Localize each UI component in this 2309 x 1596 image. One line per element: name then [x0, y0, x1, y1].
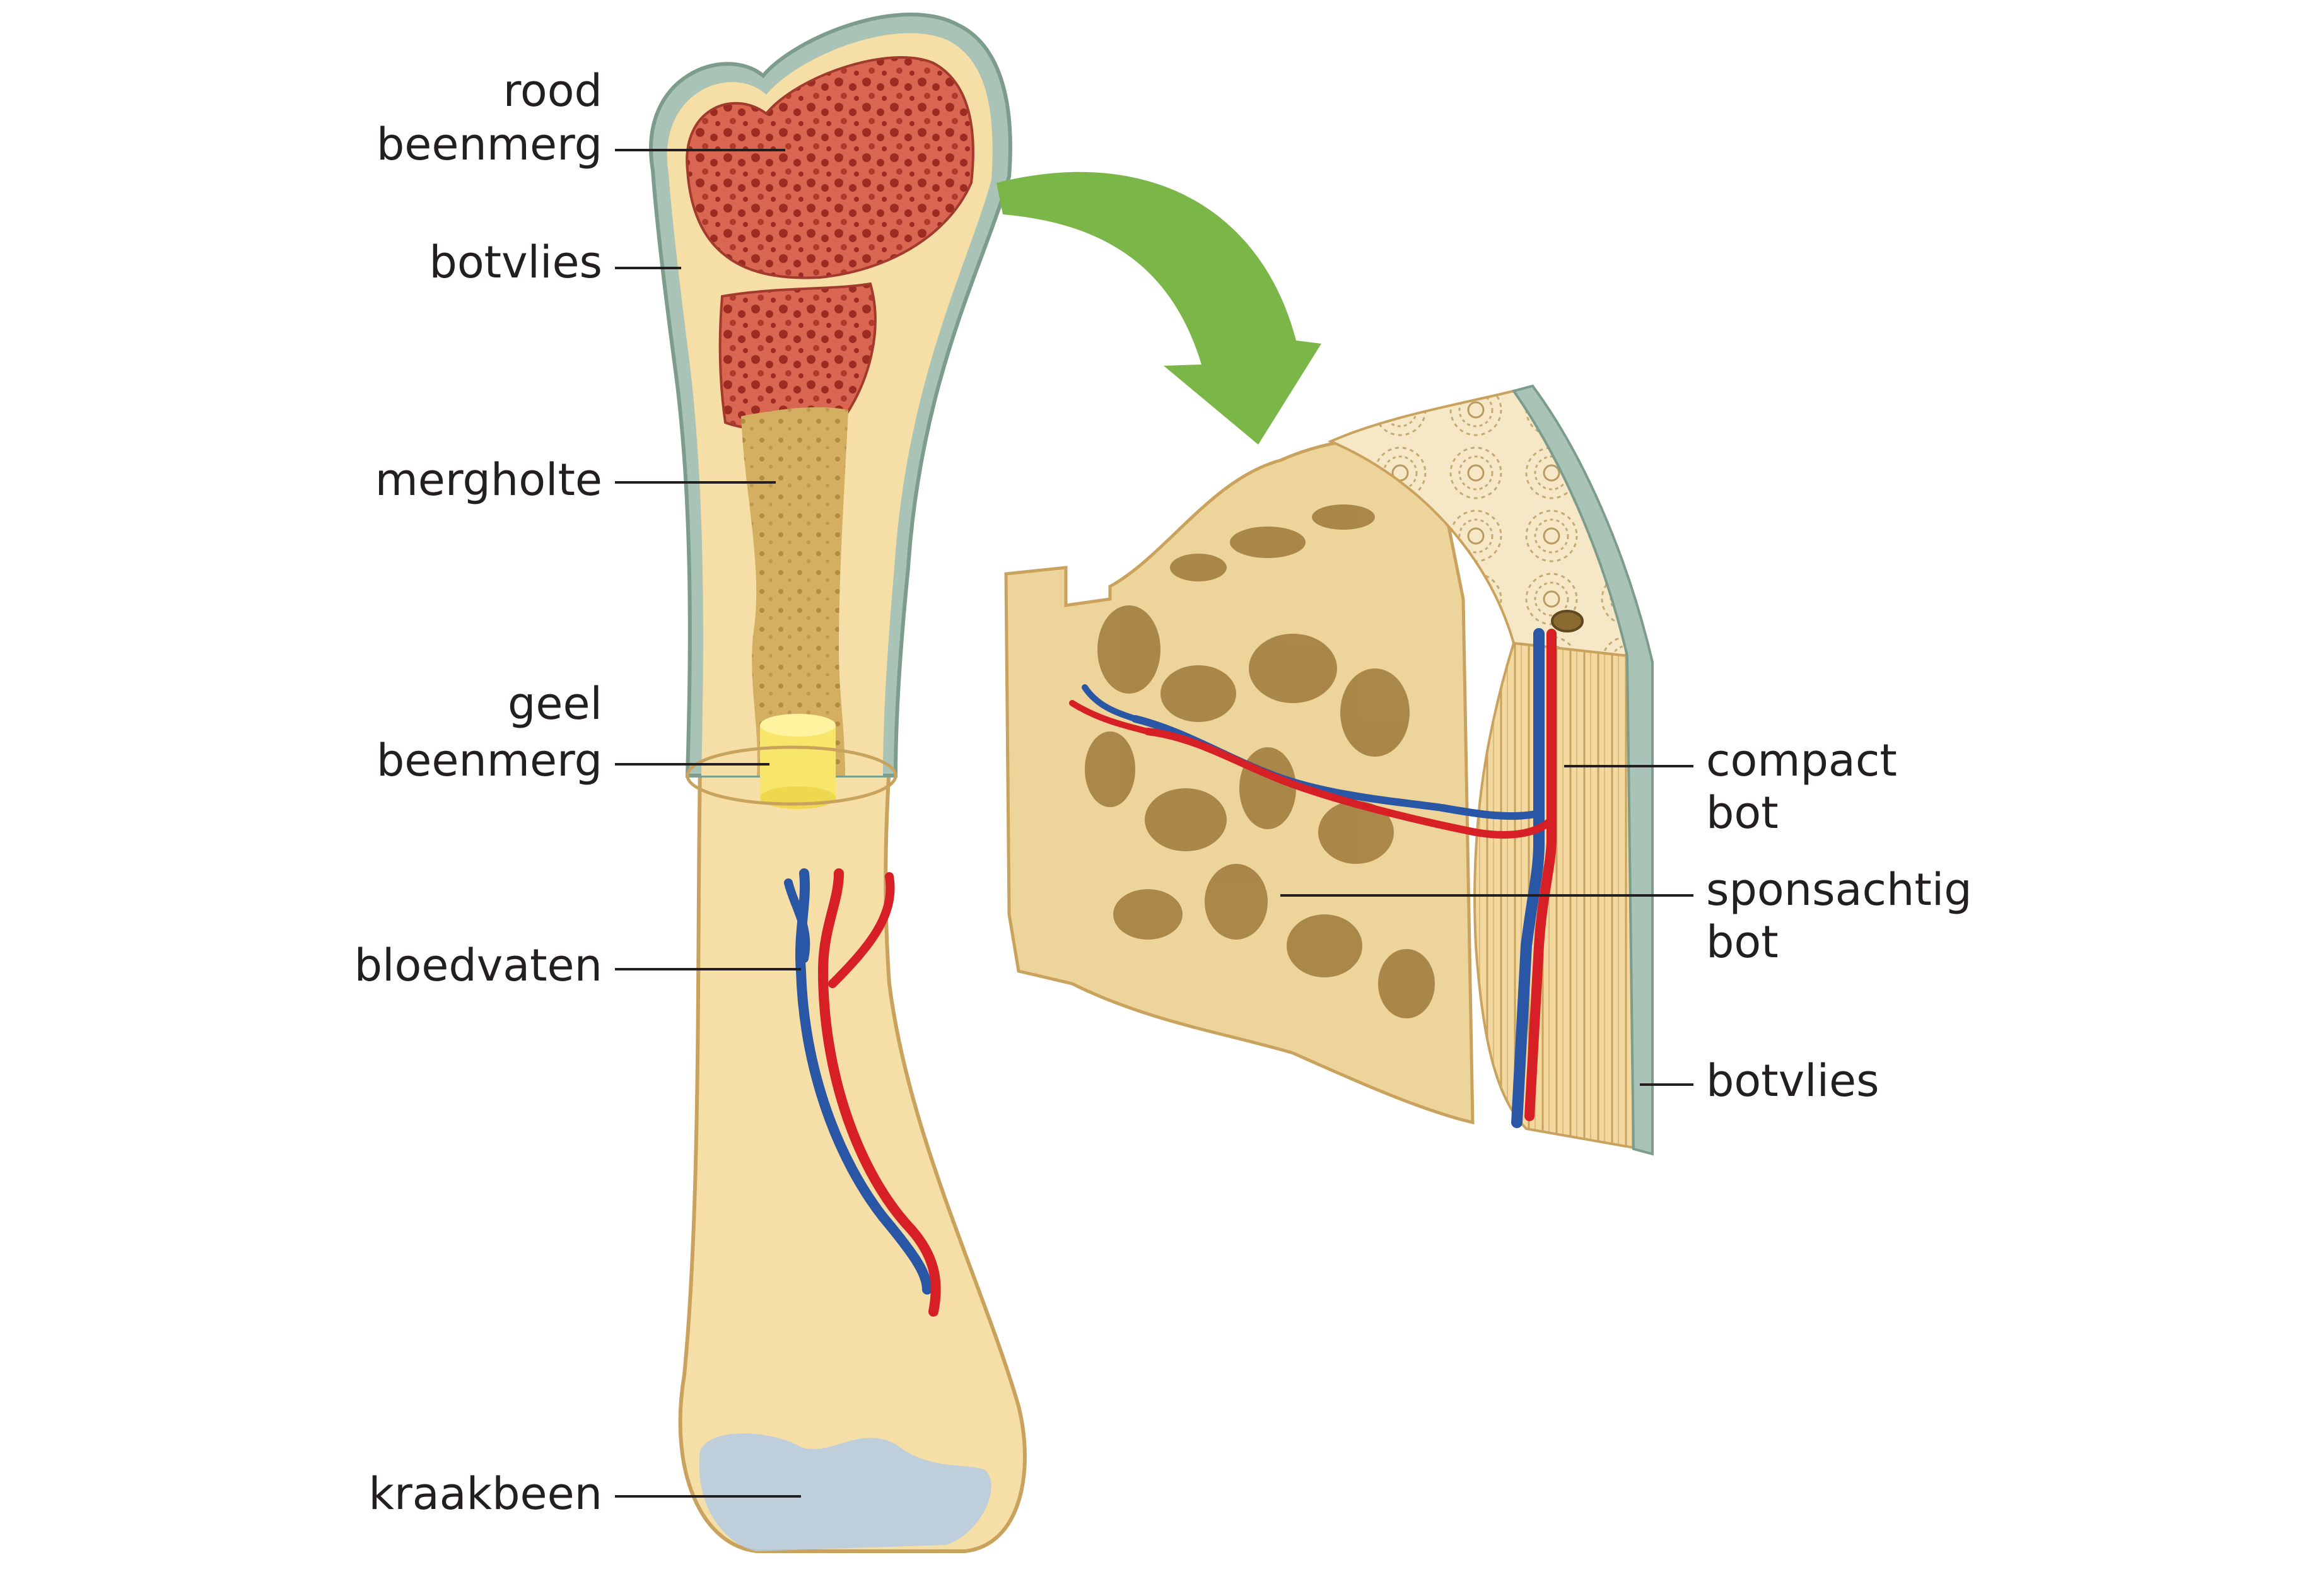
- label-bloedvaten: bloedvaten: [354, 940, 602, 991]
- periosteum-right: [1511, 384, 1654, 1156]
- label-sponsachtig: sponsachtig: [1706, 864, 1972, 916]
- label-geel: geel: [508, 678, 602, 730]
- label-rood: rood: [503, 65, 602, 117]
- red-marrow-head: [686, 56, 974, 279]
- label-beenmerg-yellow: beenmerg: [377, 735, 602, 786]
- tissue-blood-vessels: [1069, 628, 1557, 1128]
- label-botvlies-left: botvlies: [429, 236, 602, 288]
- shaft-blood-vessels: [784, 868, 941, 1317]
- haversian-canal: [1551, 610, 1584, 632]
- label-botvlies-right: botvlies: [1706, 1055, 1879, 1107]
- label-mergholte: mergholte: [375, 454, 602, 506]
- spongy-bone-holes: [1085, 504, 1435, 1018]
- zoom-arrow: [997, 172, 1321, 445]
- label-compact: compact: [1706, 735, 1897, 786]
- label-kraakbeen: kraakbeen: [368, 1468, 602, 1520]
- label-bot-compact: bot: [1706, 787, 1779, 839]
- long-bone: [649, 12, 1027, 1553]
- label-beenmerg-red: beenmerg: [377, 119, 602, 170]
- bone-tissue-block: [1004, 384, 1654, 1156]
- cartilage-region: [699, 1433, 991, 1551]
- label-bot-spongy: bot: [1706, 916, 1779, 968]
- marrow-cavity: [741, 407, 848, 776]
- shaft-cross-section: [686, 745, 897, 806]
- label-lines: [615, 149, 1693, 1498]
- labels-left: rood beenmerg botvlies mergholte geel be…: [354, 65, 602, 1520]
- labels-right: compact bot sponsachtig bot botvlies: [1706, 735, 1972, 1107]
- bone-shaft-lower: [678, 764, 1027, 1553]
- red-marrow-neck: [718, 282, 877, 431]
- yellow-marrow: [760, 714, 836, 809]
